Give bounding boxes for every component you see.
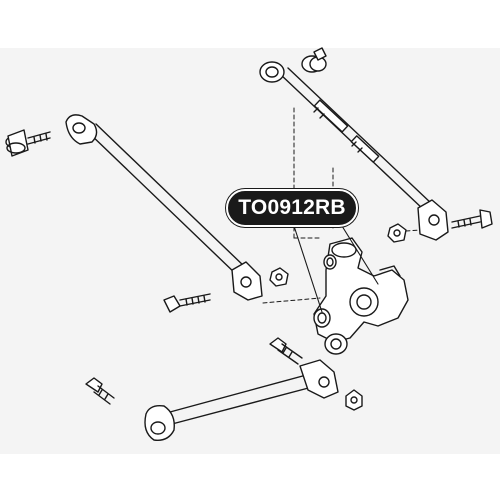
upper-rubber-bushing (301, 47, 327, 73)
label-leader-lines (293, 225, 379, 313)
lower-left-bolt (85, 377, 115, 405)
lower-control-arm (144, 359, 339, 441)
upper-adjustable-lateral-link (259, 61, 449, 241)
upper-left-control-arm (65, 114, 263, 301)
right-mounting-bolt (451, 209, 493, 229)
right-nut (387, 223, 407, 243)
diagram-background (0, 48, 500, 454)
lower-right-nut (345, 389, 363, 411)
lower-center-bolt (269, 337, 303, 365)
mid-left-bolt (163, 293, 211, 313)
part-number-badge: TO0912RB (226, 189, 358, 227)
rear-axle-carrier (313, 237, 409, 355)
upper-left-bolt (5, 129, 51, 157)
mid-nut (269, 267, 289, 287)
